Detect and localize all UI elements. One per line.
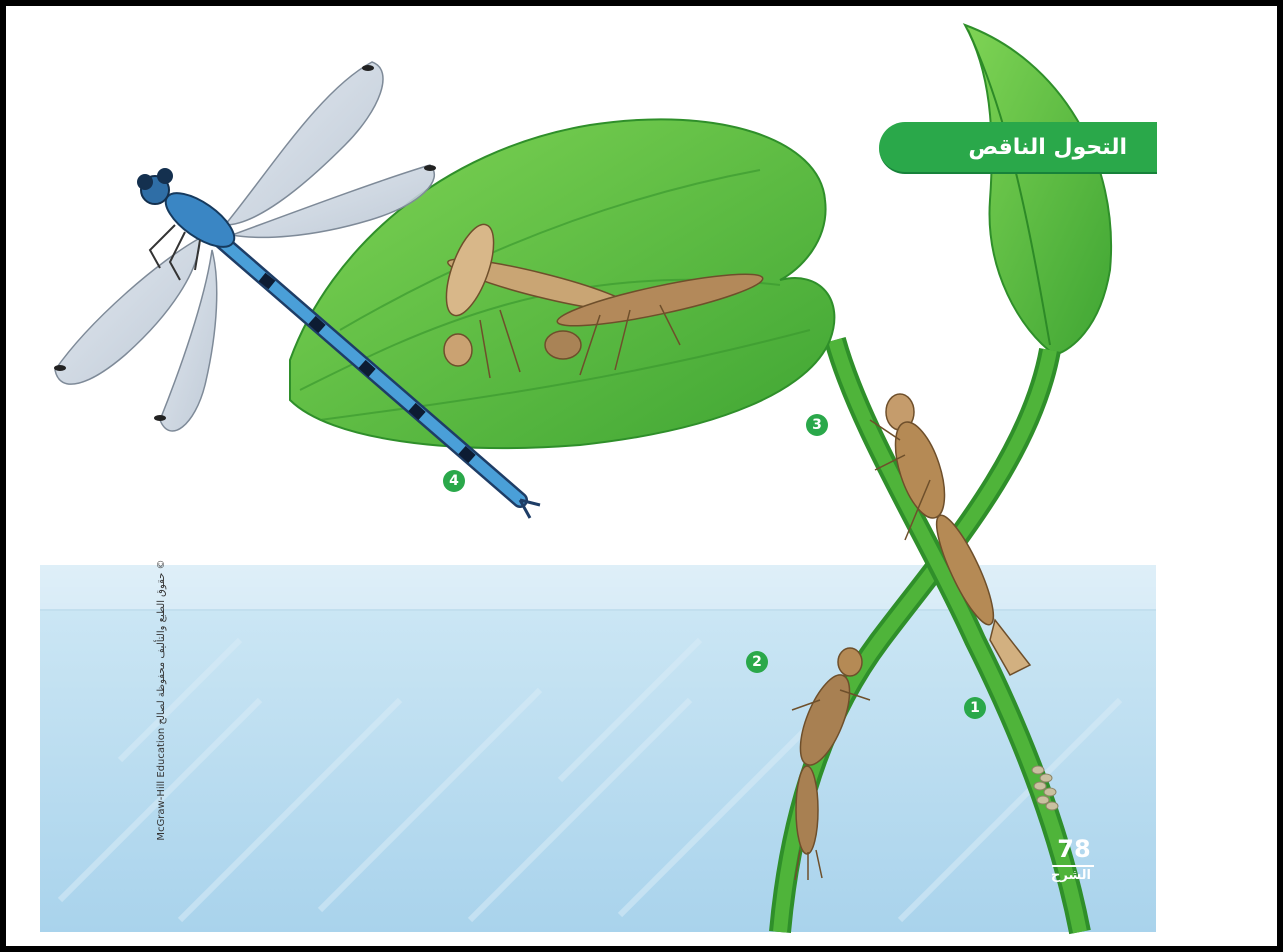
page-section-label: الشرح xyxy=(1040,868,1102,883)
title-banner: التحول الناقص xyxy=(879,122,1157,174)
copyright-notice: McGraw-Hill Education حقوق الطبع والتألي… xyxy=(156,540,170,860)
step-1-badge: 1 xyxy=(964,697,986,719)
step-3-badge: 3 xyxy=(806,414,828,436)
step-2-badge: 2 xyxy=(746,651,768,673)
step-4-badge: 4 xyxy=(443,470,465,492)
diagram-title: التحول الناقص xyxy=(968,135,1127,160)
page-number-rule xyxy=(1052,865,1094,867)
page-number: 78 xyxy=(1050,835,1098,863)
